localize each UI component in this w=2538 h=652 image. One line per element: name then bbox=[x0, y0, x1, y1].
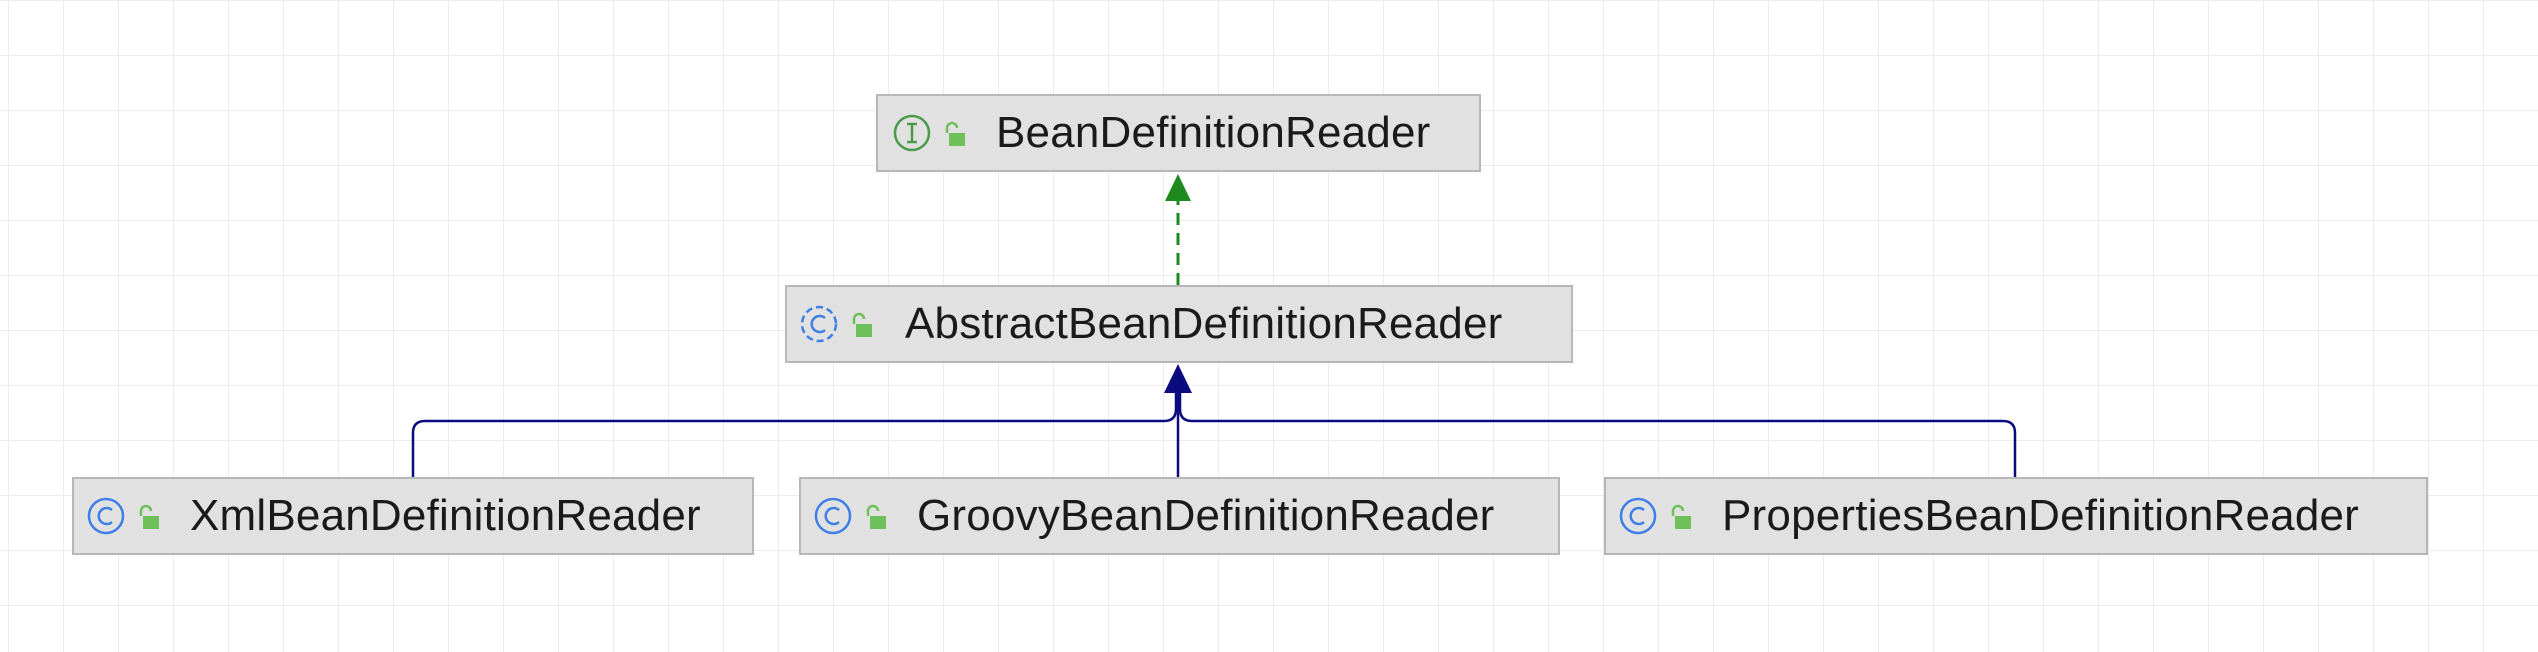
node-label: AbstractBeanDefinitionReader bbox=[905, 299, 1503, 348]
class-icon bbox=[814, 497, 852, 535]
class-icon bbox=[1619, 497, 1657, 535]
node-groovy-bean-definition-reader[interactable]: GroovyBeanDefinitionReader bbox=[799, 477, 1560, 555]
public-lock-icon bbox=[139, 504, 159, 529]
node-xml-bean-definition-reader[interactable]: XmlBeanDefinitionReader bbox=[72, 477, 754, 555]
node-abstract-bean-definition-reader[interactable]: AbstractBeanDefinitionReader bbox=[785, 285, 1573, 363]
node-label: BeanDefinitionReader bbox=[996, 108, 1431, 157]
implements-arrowhead bbox=[1165, 174, 1191, 201]
edge-extends-xml bbox=[411, 392, 1178, 477]
abstract-class-icon bbox=[800, 305, 838, 343]
class-icon bbox=[87, 497, 125, 535]
extends-arrowhead bbox=[1164, 364, 1192, 393]
public-lock-icon bbox=[866, 504, 886, 529]
interface-icon bbox=[893, 114, 931, 152]
node-label: GroovyBeanDefinitionReader bbox=[917, 491, 1495, 540]
edge-extends-properties bbox=[1178, 392, 2017, 477]
public-lock-icon bbox=[852, 312, 872, 337]
edge-implements bbox=[1165, 174, 1191, 285]
node-bean-definition-reader[interactable]: BeanDefinitionReader bbox=[876, 94, 1481, 172]
node-properties-bean-definition-reader[interactable]: PropertiesBeanDefinitionReader bbox=[1604, 477, 2428, 555]
node-label: XmlBeanDefinitionReader bbox=[190, 491, 701, 540]
node-label: PropertiesBeanDefinitionReader bbox=[1722, 491, 2360, 540]
public-lock-icon bbox=[945, 121, 965, 146]
public-lock-icon bbox=[1671, 504, 1691, 529]
edge-extends-group bbox=[411, 392, 2017, 477]
